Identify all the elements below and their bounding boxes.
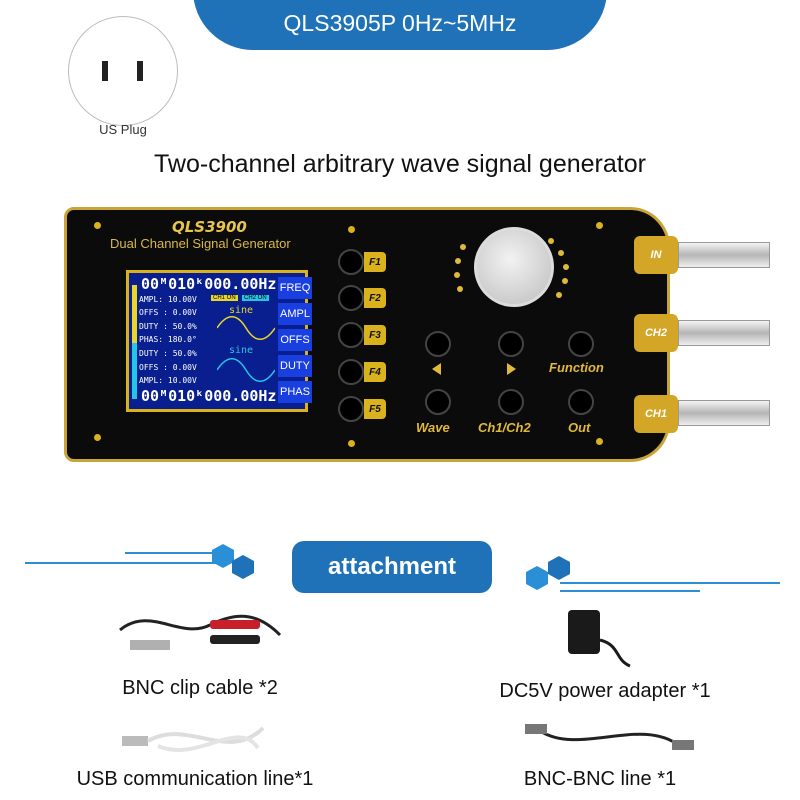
plug-prong-right [137, 61, 143, 81]
plug-prong-left [102, 61, 108, 81]
screw-icon [94, 434, 101, 441]
screen-freq-ch2: 00ᴹ010ᵏ000.00Hz [141, 387, 277, 405]
screw-icon [94, 222, 101, 229]
knob-dot-icon [457, 286, 463, 292]
screw-icon [348, 226, 355, 233]
power-adapter-icon [568, 610, 631, 668]
f5-label: F5 [364, 399, 386, 419]
port-in-tab: IN [634, 236, 678, 274]
screen-ampl-button: AMPL [278, 303, 312, 325]
right-button [498, 331, 524, 357]
hexagon-icon [232, 555, 254, 579]
attachment-label: attachment [327, 553, 457, 580]
screen-duty-ch1: DUTY : 50.0% [139, 322, 197, 331]
knob-dot-icon [563, 264, 569, 270]
usb-cable-icon [122, 726, 265, 752]
ch2-badge: CH2 ON [242, 295, 269, 301]
bnc-connector-icon [678, 320, 770, 346]
knob-dot-icon [455, 258, 461, 264]
knob-dot-icon [460, 244, 466, 250]
port-ch2-label: CH2 [644, 327, 667, 339]
left-button [425, 331, 451, 357]
screen-freq-ch1: 00ᴹ010ᵏ000.00Hz [141, 275, 277, 293]
accessory-caption: BNC-BNC line *1 [523, 768, 677, 790]
f4-button [338, 359, 364, 385]
screen-wave-ch2: sine [229, 345, 254, 356]
hexagon-icon [548, 556, 570, 580]
us-plug-icon [68, 16, 178, 126]
accessory-caption: USB communication line*1 [76, 768, 314, 790]
screen-duty-ch2: DUTY : 50.0% [139, 349, 197, 358]
port-ch2-tab: CH2 [634, 314, 678, 352]
banner-title: QLS3905P 0Hz~5MHz [283, 9, 517, 36]
f5-button [338, 396, 364, 422]
f3-label: F3 [364, 325, 386, 345]
screen-offs-ch1: OFFS : 0.00V [139, 308, 197, 317]
divider-right-short [560, 590, 700, 592]
f2-button [338, 285, 364, 311]
right-arrow-icon [507, 363, 516, 375]
screw-icon [596, 438, 603, 445]
wave-button [425, 389, 451, 415]
knob-dot-icon [556, 292, 562, 298]
bnc-connector-icon [678, 242, 770, 268]
out-button [568, 389, 594, 415]
function-label: Function [549, 360, 604, 375]
divider-right [560, 582, 780, 584]
port-in-label: IN [650, 249, 662, 261]
wave-label: Wave [416, 420, 450, 435]
ch2-bar [132, 343, 137, 399]
ch1-bar [132, 285, 137, 343]
plug-label: US Plug [99, 122, 147, 137]
f4-label: F4 [364, 362, 386, 382]
bnc-connector-icon [678, 400, 770, 426]
f1-label: F1 [364, 252, 386, 272]
port-ch1-tab: CH1 [634, 395, 678, 433]
accessory-caption: BNC clip cable *2 [122, 677, 278, 699]
ch1-badge: CH1 ON [211, 295, 238, 301]
knob-dot-icon [558, 250, 564, 256]
lcd-screen: 00ᴹ010ᵏ000.00Hz AMPL: 10.00V CH1 ON CH2 … [126, 270, 312, 412]
screen-freq-button: FREQ [278, 277, 312, 299]
screen-phas-ch1: PHAS: 180.0° [139, 335, 197, 344]
screen-offs-ch2: OFFS : 0.00V [139, 363, 197, 372]
sine-wave-ch1-icon [217, 316, 275, 340]
out-label: Out [568, 420, 591, 435]
screen-offs-button: OFFS [278, 329, 312, 351]
hexagon-icon [526, 566, 548, 590]
attachment-title: attachment [292, 541, 492, 593]
rotary-knob [474, 227, 554, 307]
screen-ampl-ch1: AMPL: 10.00V [139, 295, 197, 304]
hexagon-icon [212, 544, 234, 568]
f1-button [338, 249, 364, 275]
left-arrow-icon [432, 363, 441, 375]
bnc-clip-cable-icon [119, 614, 282, 650]
f2-label: F2 [364, 288, 386, 308]
screen-ampl-ch2: AMPL: 10.00V [139, 376, 197, 385]
screw-icon [348, 440, 355, 447]
knob-dot-icon [548, 238, 554, 244]
port-ch1-label: CH1 [644, 408, 667, 420]
sine-wave-ch2-icon [217, 358, 275, 382]
screw-icon [596, 222, 603, 229]
function-button [568, 331, 594, 357]
header-banner: QLS3905P 0Hz~5MHz [193, 0, 607, 50]
device-model: QLS3900 [172, 218, 247, 236]
device-subtitle: Dual Channel Signal Generator [110, 236, 291, 251]
ch1-ch2-label: Ch1/Ch2 [478, 420, 531, 435]
knob-dot-icon [454, 272, 460, 278]
bnc-bnc-line-icon [525, 724, 694, 750]
product-subtitle: Two-channel arbitrary wave signal genera… [154, 150, 646, 178]
screen-duty-button: DUTY [278, 355, 312, 377]
divider-left-short [125, 552, 225, 554]
screen-phas-button: PHAS [278, 381, 312, 403]
divider-left [25, 562, 225, 564]
accessory-caption: DC5V power adapter *1 [499, 680, 711, 702]
f3-button [338, 322, 364, 348]
ch1-ch2-button [498, 389, 524, 415]
knob-dot-icon [562, 278, 568, 284]
screen-wave-ch1: sine [229, 305, 254, 316]
